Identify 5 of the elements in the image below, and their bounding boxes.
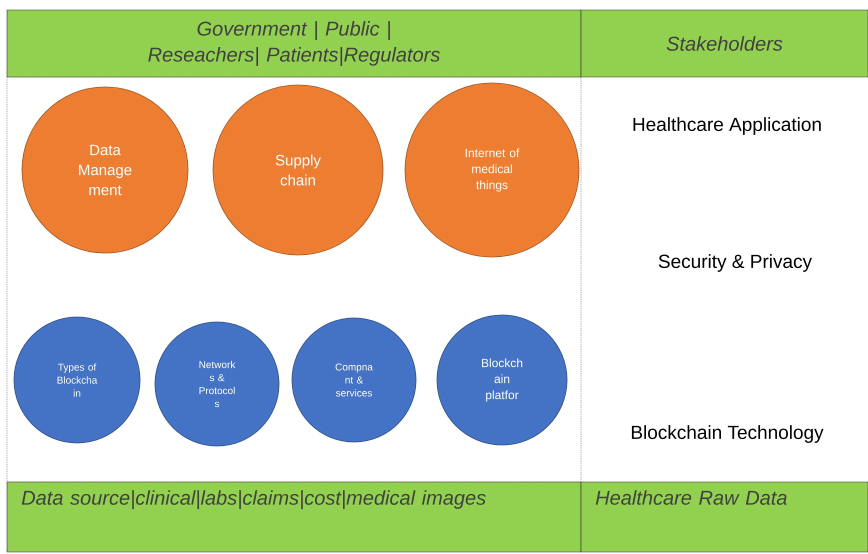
layer-label: Healthcare Application (634, 117, 821, 135)
band-cell: Healthcare Raw Data (580, 482, 868, 552)
layer-label: Security & Privacy (658, 254, 812, 272)
band-cell: Stakeholders (580, 10, 868, 78)
layer-label: Blockchain Technology (632, 425, 824, 443)
